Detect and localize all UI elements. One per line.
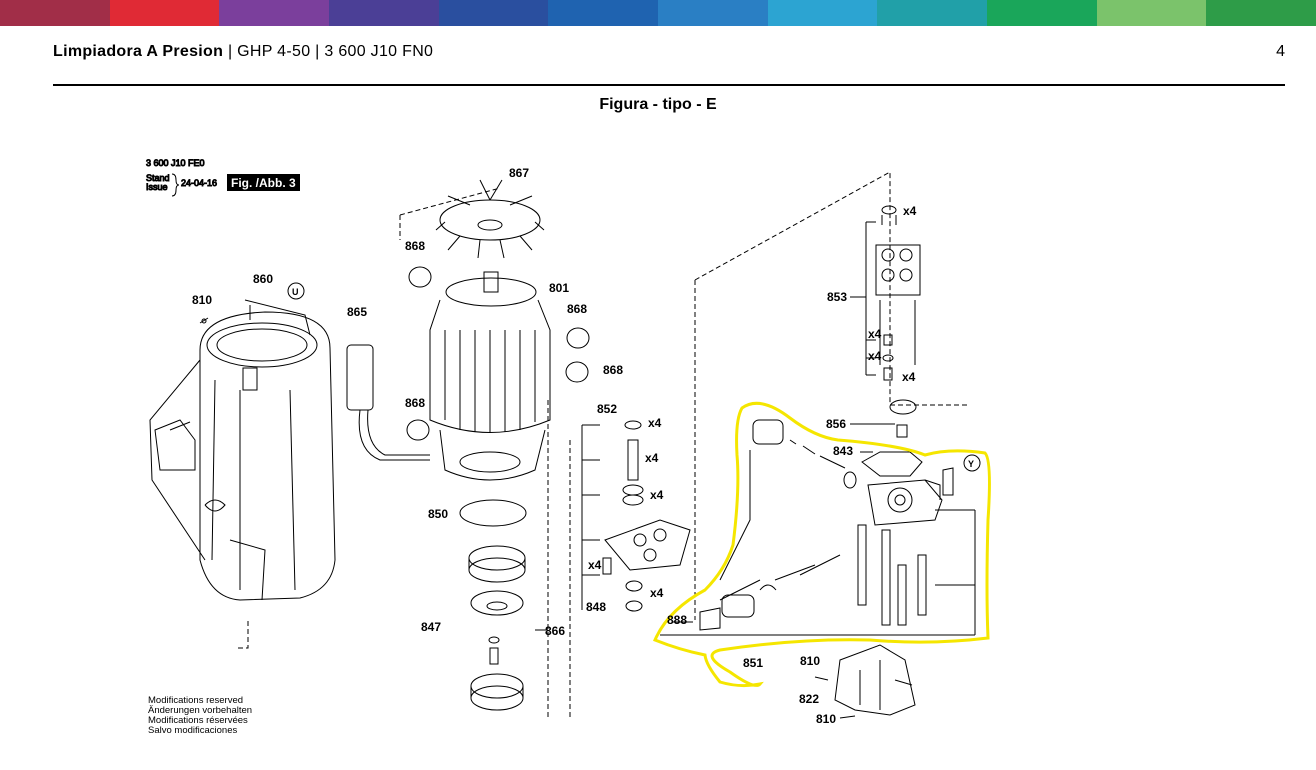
label-860: 860 [253, 272, 273, 286]
housing-part-860 [149, 299, 336, 601]
drawing-code: 3 600 J10 FE0 [146, 158, 205, 168]
fig-tag-box [227, 174, 300, 191]
header-separator: | [315, 43, 320, 60]
color-bar-segment [548, 0, 659, 26]
bearing-868-b [566, 327, 590, 349]
modifications-note: Modifications reserved Änderungen vorbeh… [148, 696, 252, 736]
brace-icon [171, 173, 180, 197]
marker-u [287, 282, 305, 300]
label-850: 850 [428, 507, 448, 521]
bearing-868-c [565, 361, 589, 383]
qty-x4: x4 [650, 586, 664, 600]
label-868: 868 [567, 302, 587, 316]
capacitor-part-865 [346, 344, 430, 461]
color-bar-segment [109, 0, 220, 26]
qty-x4: x4 [902, 370, 916, 384]
marker-y [963, 454, 981, 472]
header-separator: | [227, 43, 233, 60]
label-866: 866 [545, 624, 565, 638]
bearing-868-a [408, 266, 432, 288]
bearing-868-d [406, 419, 430, 441]
color-bar-segment [987, 0, 1097, 26]
stand-label: Stand [146, 173, 170, 183]
qty-x4: x4 [868, 327, 882, 341]
piston-assembly-852 [581, 420, 691, 612]
color-bar-segment [1096, 0, 1207, 26]
swash-stack-866 [468, 545, 526, 711]
label-868: 868 [603, 363, 623, 377]
label-888: 888 [667, 613, 687, 627]
base-part-822 [834, 644, 916, 716]
valve-assembly-853 [850, 205, 921, 381]
brand-color-bar [0, 0, 1316, 26]
header-rule [53, 84, 1285, 86]
modifications-line: Modifications reserved [148, 695, 244, 706]
drawing-info-block: 3 600 J10 FE0 Stand Issue 24-04-16 Fig. … [146, 158, 300, 197]
modifications-line: Salvo modificaciones [148, 725, 238, 736]
color-bar-segment [767, 0, 878, 26]
label-810: 810 [816, 712, 836, 726]
color-bar-segment [329, 0, 439, 26]
modifications-line: Modifications réservées [148, 715, 248, 726]
color-bar-segment [0, 0, 110, 26]
screw-810-c [839, 715, 856, 719]
label-856: 856 [826, 417, 846, 431]
gasket-843 [861, 451, 923, 477]
pump-head-851 [660, 419, 976, 636]
marker-y-letter: Y [968, 459, 974, 469]
label-848: 848 [586, 600, 606, 614]
color-bar-segment [1206, 0, 1316, 26]
motor-part-801 [429, 271, 551, 481]
marker-u-letter: U [292, 287, 299, 297]
label-853: 853 [827, 290, 847, 304]
issue-label: Issue [146, 182, 168, 192]
product-name: Limpiadora A Presion [53, 43, 224, 60]
qty-x4: x4 [868, 349, 882, 363]
model-name: GHP 4-50 [237, 43, 311, 60]
page-number: 4 [1276, 43, 1285, 60]
color-bar-segment [658, 0, 768, 26]
qty-x4: x4 [588, 558, 602, 572]
qty-x4: x4 [650, 488, 664, 502]
figure-title: Figura - tipo - E [599, 96, 717, 113]
color-bar-segment [877, 0, 988, 26]
part-labels: 867 868 801 868 868 868 860 810 865 850 … [192, 166, 974, 726]
qty-x4: x4 [645, 451, 659, 465]
color-bar-segment [438, 0, 549, 26]
qty-x4: x4 [648, 416, 662, 430]
label-843: 843 [833, 444, 853, 458]
o-ring-850 [459, 499, 527, 527]
color-bar-segment [219, 0, 330, 26]
product-code: 3 600 J10 FN0 [324, 43, 434, 60]
label-867: 867 [509, 166, 529, 180]
screw-810 [199, 317, 209, 324]
qty-x4: x4 [903, 204, 917, 218]
document-header: Limpiadora A Presion | GHP 4-50 | 3 600 … [53, 43, 433, 61]
label-810: 810 [192, 293, 212, 307]
label-822: 822 [799, 692, 819, 706]
modifications-line: Änderungen vorbehalten [148, 705, 253, 716]
label-868: 868 [405, 396, 425, 410]
fan-part-867 [435, 179, 545, 259]
label-852: 852 [597, 402, 617, 416]
label-865: 865 [347, 305, 367, 319]
highlight-outline [653, 401, 991, 688]
label-851: 851 [743, 656, 763, 670]
label-868: 868 [405, 239, 425, 253]
label-801: 801 [549, 281, 569, 295]
label-810: 810 [800, 654, 820, 668]
valve-cap-856 [889, 399, 917, 415]
fig-tag: Fig. /Abb. 3 [231, 176, 296, 190]
screw-810-b [814, 676, 829, 681]
label-847: 847 [421, 620, 441, 634]
issue-date: 24-04-16 [181, 178, 217, 188]
